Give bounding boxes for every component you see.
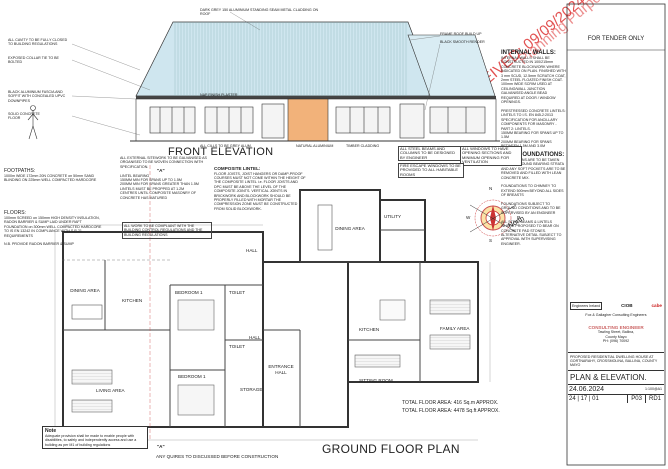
callout-plaster: NAP FINISH PLASTER	[200, 93, 238, 97]
drawing-scale: 1:100@A1	[644, 386, 662, 391]
callout-fascia: BLACK ALUMINIUM FASCIA AND SOFFIT WITH C…	[8, 90, 66, 103]
section-marker-top: "A"	[157, 168, 165, 173]
callout-aluminium: NATURAL ALUMINIUM	[296, 144, 334, 148]
logo-ciob: CIOB	[621, 303, 633, 309]
callout-floor: SOLID CONCRETE FLOOR	[8, 112, 40, 121]
footpaths-text: 1000m WIDE 172mm 20N CONCRETE on 50mm SA…	[4, 174, 97, 183]
quiries-note: ANY QUIRES TO DISCUSSED BEFORE CONSTRUCT…	[156, 454, 279, 459]
total-area-sqft: TOTAL FLOOR AREA: 4478 Sq.ft APPROX.	[402, 408, 500, 414]
section-marker-bottom: "A"	[157, 444, 165, 449]
room-entrance-hall: ENTRANCE HALL	[268, 364, 294, 375]
room-dining-west: DINING AREA	[70, 288, 100, 293]
raft-text: FOUNDATIONS ARE TO BE TAKEN DOWN TO SOUN…	[501, 158, 566, 246]
callout-leaders	[71, 11, 441, 136]
room-sitting: SITTING ROOM	[359, 378, 393, 383]
north-compass-icon	[469, 199, 517, 237]
steel-note: ALL STEEL BEAMS AND COLUMNS TO BE DESIGN…	[398, 146, 462, 162]
logo-cabe: cabe	[651, 303, 662, 309]
compass-e: E	[517, 215, 521, 220]
room-living: LIVING AREA	[96, 388, 125, 393]
room-hall-north: HALL	[246, 248, 258, 253]
drawing-number: P03	[627, 394, 645, 403]
internal-walls-text: INTERNAL WALLS SHALL BE CONSTRUCTED IN 1…	[501, 56, 566, 149]
compass-n: N	[489, 186, 493, 191]
raft-foundation-notes: RAFT FOUNDATIONS: FOUNDATIONS ARE TO BE …	[501, 152, 566, 246]
room-kitchen-east: KITCHEN	[359, 327, 380, 332]
composite-lintel-title: COMPOSITE LINTEL:	[214, 166, 261, 171]
floors-notes: FLOORS: 100mm SCREED on 150mm HIGH DENSI…	[4, 210, 104, 247]
room-dining-east: DINING AREA	[335, 226, 365, 231]
internal-walls-notes: INTERNAL WALLS: INTERNAL WALLS SHALL BE …	[501, 50, 566, 149]
front-elevation-title: FRONT ELEVATION	[168, 146, 274, 158]
total-area-sqm: TOTAL FLOOR AREA: 416 Sq.m APPROX.	[402, 400, 499, 406]
room-bedroom-south: BEDROOM 1	[178, 374, 206, 379]
internal-walls-title: INTERNAL WALLS:	[501, 50, 556, 56]
ground-floor-plan	[54, 165, 491, 441]
floors-text: 100mm SCREED on 150mm HIGH DENSITY INSUL…	[4, 216, 102, 247]
composite-lintel-notes: COMPOSITE LINTEL: FLOOR JOISTS, JOIST HA…	[214, 166, 306, 211]
compass-s: S	[489, 238, 493, 243]
project-title: PROPOSED RESIDENTIAL DWELLING HOUSE AT G…	[568, 351, 664, 370]
callout-timber: TIMBER CLADDING	[346, 144, 380, 148]
notes-sitework: ALL EXTERNAL SITEWORK TO BE GALVANISED A…	[120, 156, 207, 200]
composite-lintel-text: FLOOR JOISTS, JOIST HANGERS OR DAMP-PROO…	[214, 171, 306, 211]
room-utility: UTILITY	[384, 214, 402, 219]
footpaths-title: FOOTPATHS:	[4, 168, 36, 174]
title-block: Engineers Ireland CIOB cabe Fox & Gallag…	[568, 300, 664, 403]
room-hall-central: HALL	[249, 335, 261, 340]
room-bedroom-north: BEDROOM 1	[175, 290, 203, 295]
elevation-walls	[130, 98, 500, 142]
room-toilet-2: TOILET	[229, 344, 245, 349]
person-figure-icon	[27, 105, 39, 140]
job-number: 24 | 17 | 01	[569, 395, 599, 402]
callout-cills: ALL CILLS TO BE GREY ALUM.	[200, 144, 252, 148]
firm-address: Tawling Street, Ballina, County Mayo PH:…	[597, 330, 635, 344]
note-box-title: Note	[45, 428, 57, 434]
room-toilet-1: TOILET	[229, 290, 245, 295]
callout-roof-cladding: DARK GREY 150 ALUMINIUM STANDING SEAM ME…	[200, 8, 319, 17]
callout-render: BLACK SMOOTH RENDER	[440, 40, 485, 44]
elevation-roof	[135, 21, 496, 99]
ground-floor-plan-title: GROUND FLOOR PLAN	[322, 442, 460, 456]
callout-roof-buildup: FRAME ROOF BUILD UP	[440, 32, 482, 36]
drawing-title: PLAN & ELEVATION.	[568, 369, 664, 384]
note-box-text: Adequate provision shall be made to enab…	[45, 434, 137, 447]
disability-note-box: Note Adequate provision shall be made to…	[42, 426, 148, 450]
firm-name: CONSULTING ENGINEER	[588, 324, 644, 330]
tender-only-label: FOR TENDER ONLY	[587, 36, 645, 42]
room-storage: STORAGE	[240, 387, 263, 392]
footpaths-notes: FOOTPATHS: 1000m WIDE 172mm 20N CONCRETE…	[4, 168, 104, 183]
compass-w: W	[466, 215, 471, 220]
window-note: ALL WINDOWS TO HAVE OPENING SECTIONS AND…	[460, 146, 522, 166]
callout-collar-tie: EXPOSED COLLAR TIE TO BE BOLTED	[8, 56, 59, 65]
raft-title: RAFT FOUNDATIONS:	[501, 152, 565, 158]
logo-fox-gallagher: Fox & Gallagher Consulting Engineers	[585, 313, 647, 318]
compliance-note: ALL WORK TO BE COMPLIANT WITH THE BUILDI…	[122, 222, 212, 240]
revision: RD1	[644, 394, 664, 403]
fire-escape-note: FIRE ESCAPE WINDOWS TO BE PROVIDED TO AL…	[398, 163, 464, 179]
logo-engineers-ireland: Engineers Ireland	[570, 302, 603, 311]
drawing-date: 24.06.2024	[569, 385, 605, 393]
room-kitchen-west: KITCHEN	[122, 298, 143, 303]
room-family: FAMILY AREA	[440, 326, 470, 331]
floors-title: FLOORS:	[4, 210, 26, 216]
callout-cavity: ALL CAVITY TO BE FULLY CLOSED TO BUILDIN…	[8, 38, 68, 47]
